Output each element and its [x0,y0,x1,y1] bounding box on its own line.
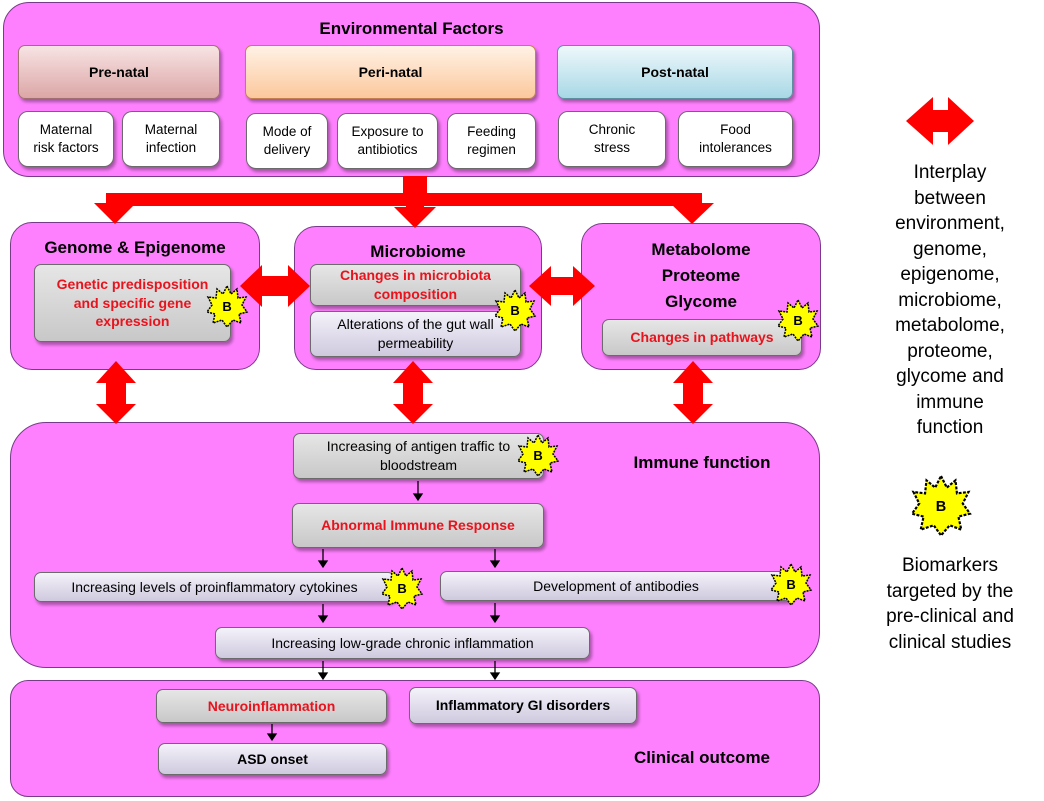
changes-in-pathways-box: Changes in pathways [602,319,802,356]
gut-wall-permeability-box: Alterations of the gut wall permeability [310,311,521,357]
peri-natal-header: Peri-natal [245,45,536,99]
maternal-infection-box: Maternal infection [122,111,220,167]
microbiota-composition-box: Changes in microbiota composition [310,264,521,306]
microbiome-title: Microbiome [370,242,466,261]
immune-function-title: Immune function [633,453,771,472]
metabolome-title: Metabolome Proteome Glycome [651,240,751,311]
environmental-factors-title: Environmental Factors [319,19,504,38]
development-of-antibodies-box: Development of antibodies [440,571,792,601]
distribution-arrow [94,176,714,228]
double-arrow-microbiome-immune [393,361,433,424]
maternal-risk-factors-box: Maternal risk factors [18,111,114,167]
abnormal-immune-response-box: Abnormal Immune Response [292,503,544,548]
chronic-stress-box: Chronic stress [558,111,666,167]
legend-double-arrow-icon [906,97,974,145]
asd-onset-box: ASD onset [158,743,387,775]
exposure-to-antibiotics-box: Exposure to antibiotics [337,113,438,169]
legend-interplay-text: Interplay between environment, genome, e… [895,162,1005,438]
chronic-inflammation-box: Increasing low-grade chronic inflammatio… [215,627,590,659]
pre-natal-header: Pre-natal [18,45,220,99]
double-arrow-metabolome-immune [673,361,713,424]
food-intolerances-box: Food intolerances [678,111,793,167]
svg-text:B: B [936,499,946,515]
neuroinflammation-box: Neuroinflammation [156,689,387,723]
antigen-traffic-box: Increasing of antigen traffic to bloodst… [293,433,544,479]
mode-of-delivery-box: Mode of delivery [246,113,328,169]
feeding-regimen-box: Feeding regimen [447,113,536,169]
clinical-outcome-title: Clinical outcome [633,748,771,767]
genome-title: Genome & Epigenome [44,238,226,257]
proinflammatory-cytokines-box: Increasing levels of proinflammatory cyt… [34,572,395,602]
post-natal-header: Post-natal [557,45,793,99]
inflammatory-gi-disorders-box: Inflammatory GI disorders [409,687,637,724]
genetic-predisposition-box: Genetic predisposition and specific gene… [34,264,231,342]
legend-biomarkers-text: Biomarkers targeted by the pre-clinical … [886,555,1014,653]
double-arrow-genome-immune [96,361,136,424]
legend-biomarker-badge-icon: B [910,474,972,537]
